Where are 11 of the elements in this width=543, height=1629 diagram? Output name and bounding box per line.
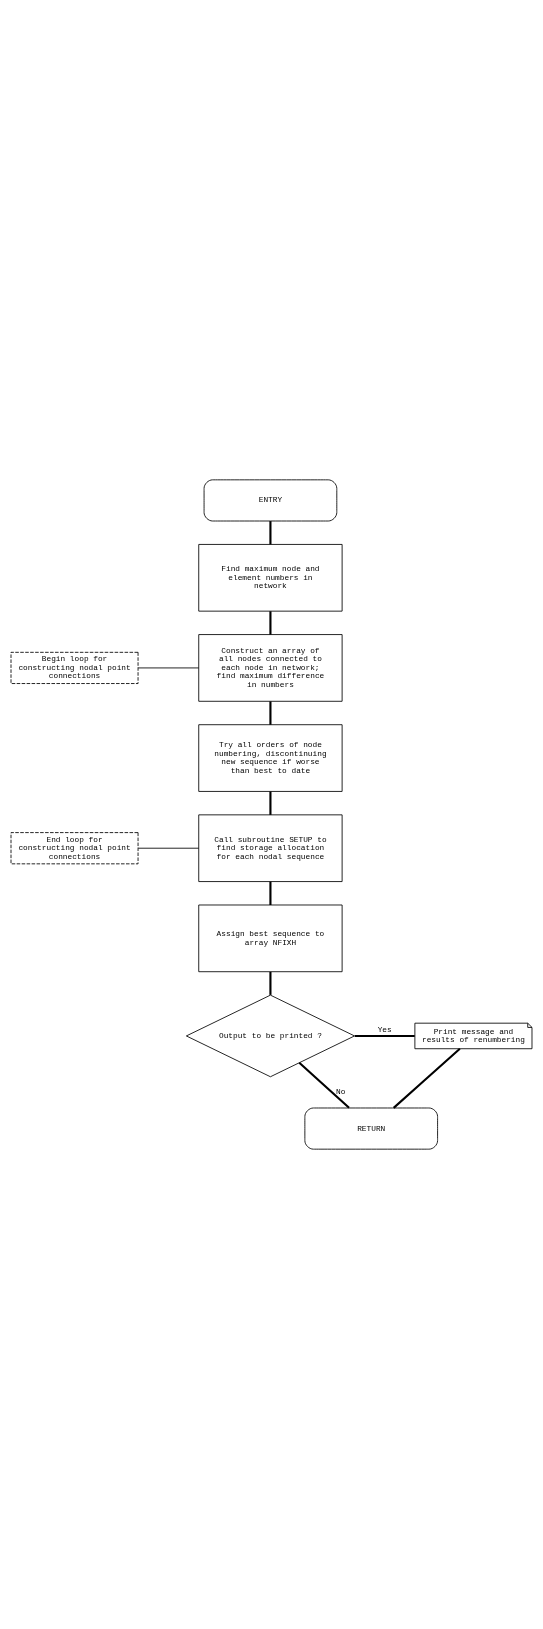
connector	[392, 1047, 461, 1109]
connector	[354, 1034, 415, 1037]
connector	[269, 791, 272, 815]
connector	[137, 847, 200, 849]
connector	[137, 667, 200, 669]
connector	[269, 521, 272, 545]
connector	[269, 881, 272, 905]
connector	[269, 611, 272, 635]
connector	[298, 1062, 350, 1109]
connector	[269, 971, 272, 995]
connector	[269, 701, 272, 725]
